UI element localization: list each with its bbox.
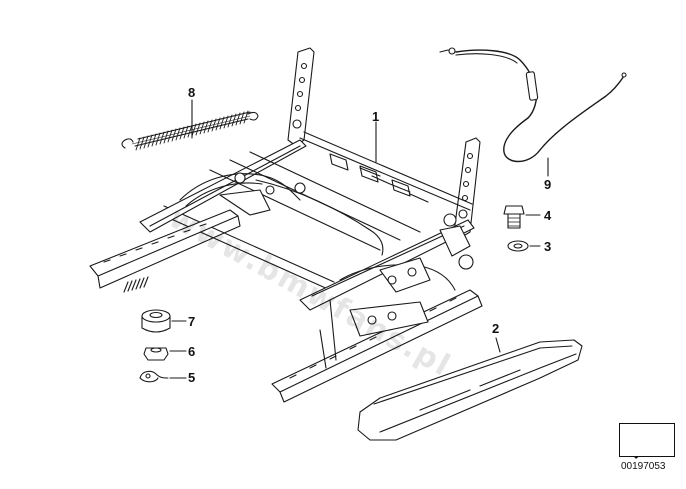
clip bbox=[139, 370, 169, 383]
callout-6: 6 bbox=[188, 344, 196, 359]
tension-spring bbox=[121, 110, 259, 151]
reference-box bbox=[619, 423, 675, 457]
seat-frame bbox=[89, 47, 483, 403]
rail-cover bbox=[357, 339, 583, 441]
hex-bolt bbox=[503, 205, 525, 229]
diagram-number: 00197053 bbox=[621, 461, 666, 472]
callout-3: 3 bbox=[544, 239, 552, 254]
rubber-buffer bbox=[141, 309, 171, 333]
leader-2 bbox=[495, 337, 501, 353]
callout-4: 4 bbox=[544, 208, 552, 223]
washer bbox=[507, 240, 529, 252]
rail-spring-coil bbox=[123, 276, 149, 293]
callout-7: 7 bbox=[188, 314, 196, 329]
callout-2: 2 bbox=[492, 321, 500, 336]
callout-8: 8 bbox=[188, 85, 196, 100]
bowden-cable bbox=[439, 47, 627, 163]
callout-5: 5 bbox=[188, 370, 196, 385]
hex-nut bbox=[143, 347, 169, 361]
callout-1: 1 bbox=[372, 109, 380, 124]
callout-9: 9 bbox=[544, 177, 552, 192]
